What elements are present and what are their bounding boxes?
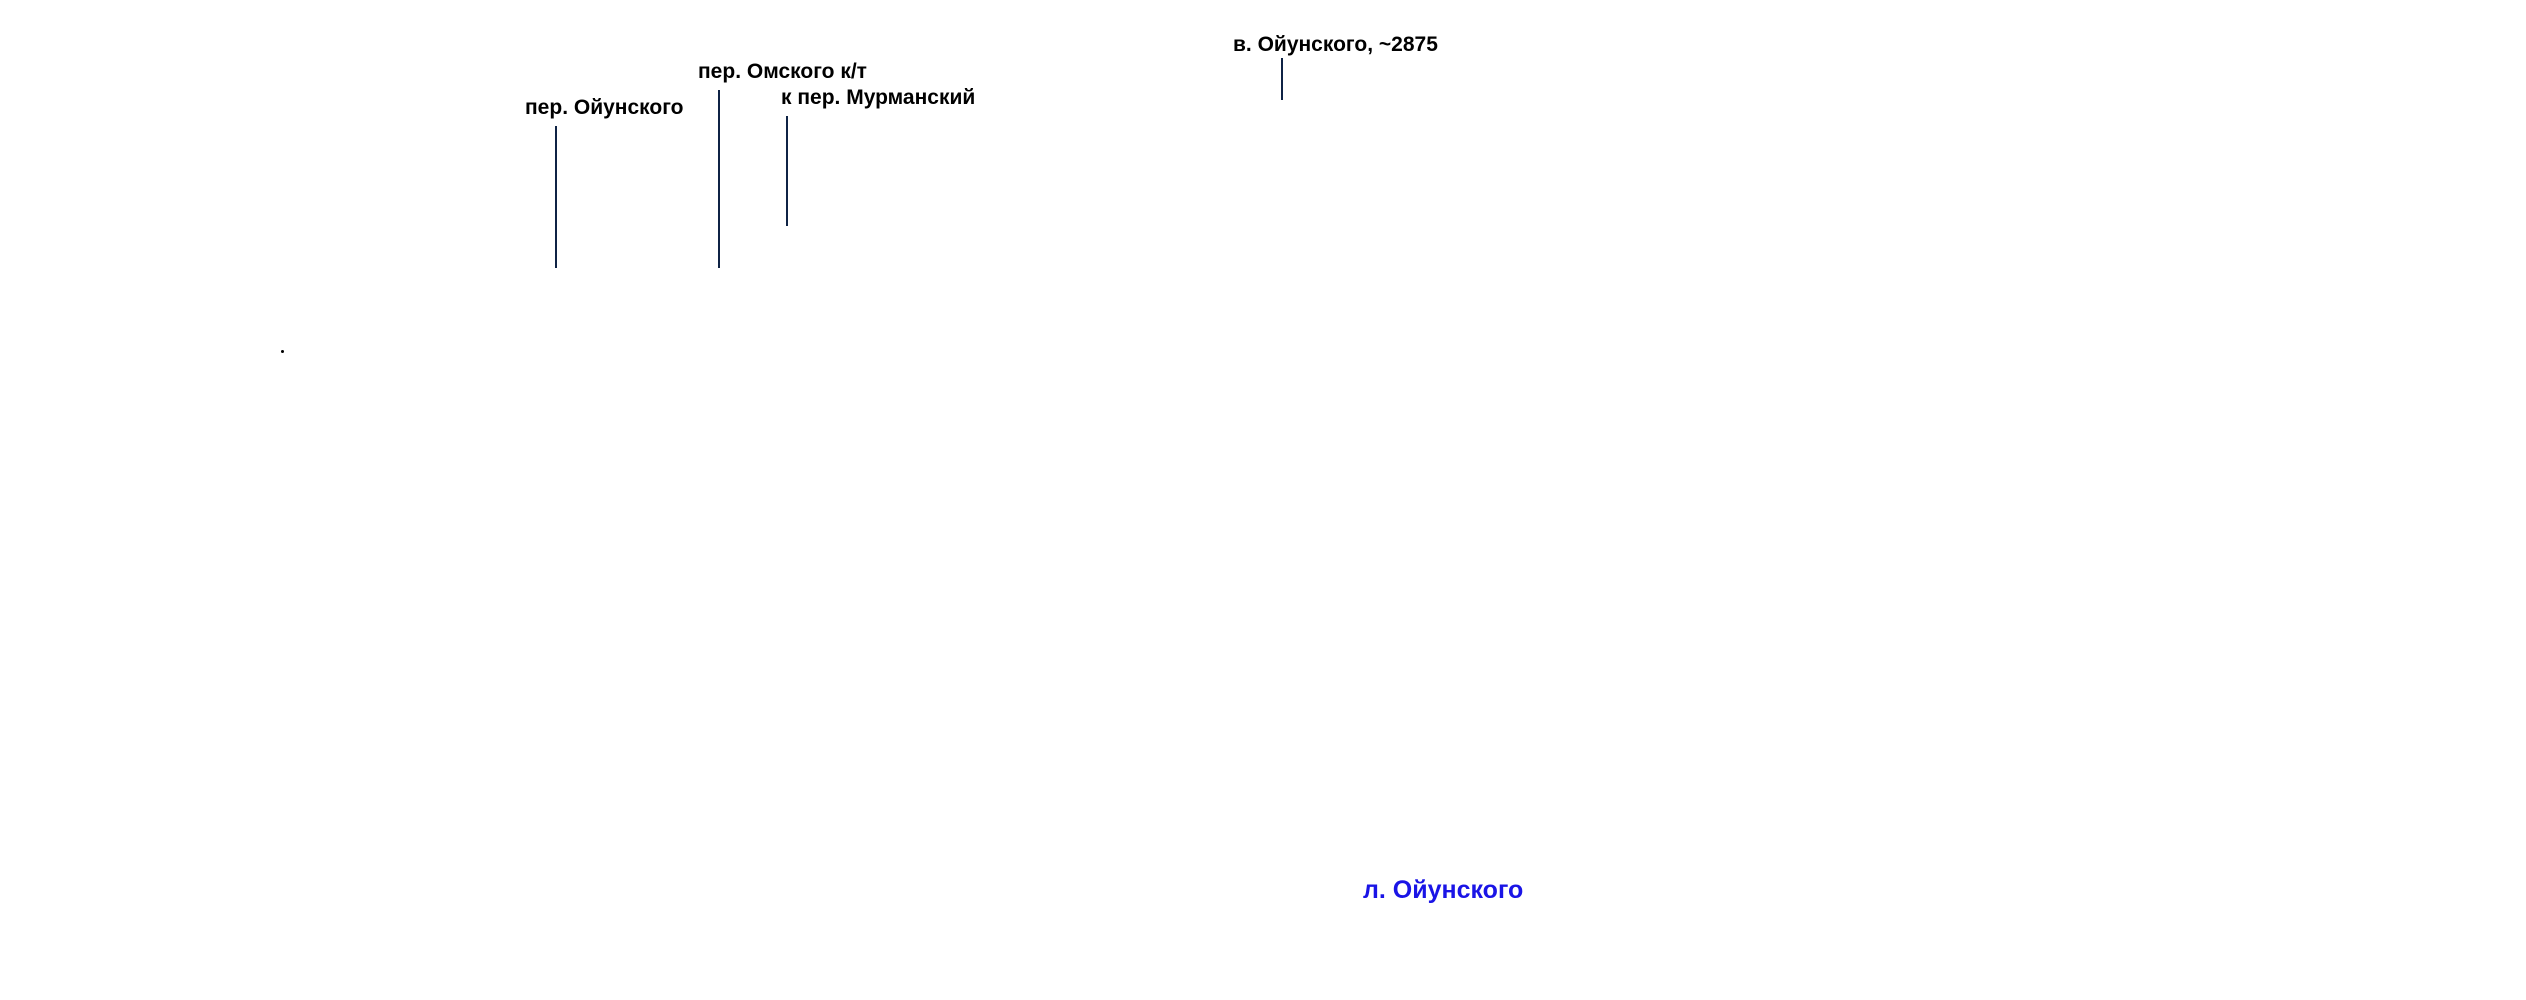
callout-label-omskogo-lane: пер. Омского к/т	[698, 60, 867, 83]
callout-leader-murmansky-lane	[786, 116, 788, 226]
callout-label-oiunskogo-2875: в. Ойунского, ~2875	[1233, 33, 1438, 56]
callout-leader-oiunskogo-2875	[1281, 58, 1283, 100]
callout-leader-oiunskogo-lane	[555, 126, 557, 268]
callout-label-oiunskogo-lane: пер. Ойунского	[525, 96, 684, 119]
callout-label-murmansky-lane: к пер. Мурманский	[781, 86, 976, 109]
marker-dot	[281, 350, 284, 353]
street-label: л. Ойунского	[1363, 876, 1524, 904]
callout-leader-omskogo-lane	[718, 90, 720, 268]
